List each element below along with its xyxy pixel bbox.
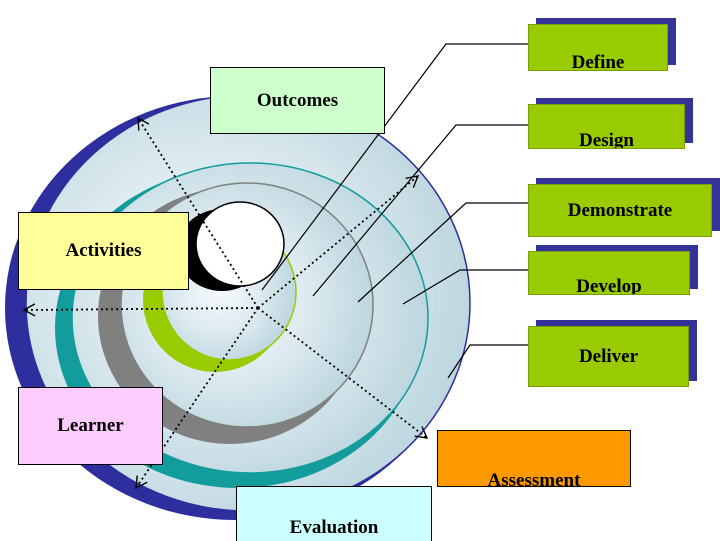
design-label: Design [579, 130, 634, 149]
hub [195, 201, 285, 287]
leader-design [312, 124, 528, 297]
deliver-box: Deliver [528, 326, 689, 387]
activities-label: Activities [65, 240, 142, 261]
learner-box: Learner [18, 387, 163, 465]
evaluation-box: Evaluation [236, 486, 432, 541]
arrow-to-activities [22, 303, 259, 317]
leader-develop [402, 269, 528, 305]
demonstrate-box: Demonstrate [528, 184, 712, 237]
develop-box: Develop [528, 251, 690, 295]
leader-deliver [447, 344, 528, 379]
assessment-box: Assessment [437, 430, 631, 487]
evaluation-label: Evaluation [289, 517, 379, 538]
arrow-to-assessment [257, 307, 429, 439]
activities-box: Activities [18, 212, 189, 290]
learner-label: Learner [57, 415, 124, 436]
define-label: Define [571, 52, 625, 71]
leader-define [261, 43, 528, 291]
assessment-label: Assessment [487, 470, 581, 487]
design-box: Design [528, 104, 685, 149]
leader-demonstrate [357, 202, 528, 303]
outcomes-box: Outcomes [210, 67, 385, 134]
deliver-label: Deliver [578, 345, 639, 367]
demonstrate-label: Demonstrate [567, 199, 673, 221]
develop-label: Develop [576, 276, 642, 295]
outcomes-label: Outcomes [256, 89, 339, 111]
define-box: Define [528, 24, 668, 71]
